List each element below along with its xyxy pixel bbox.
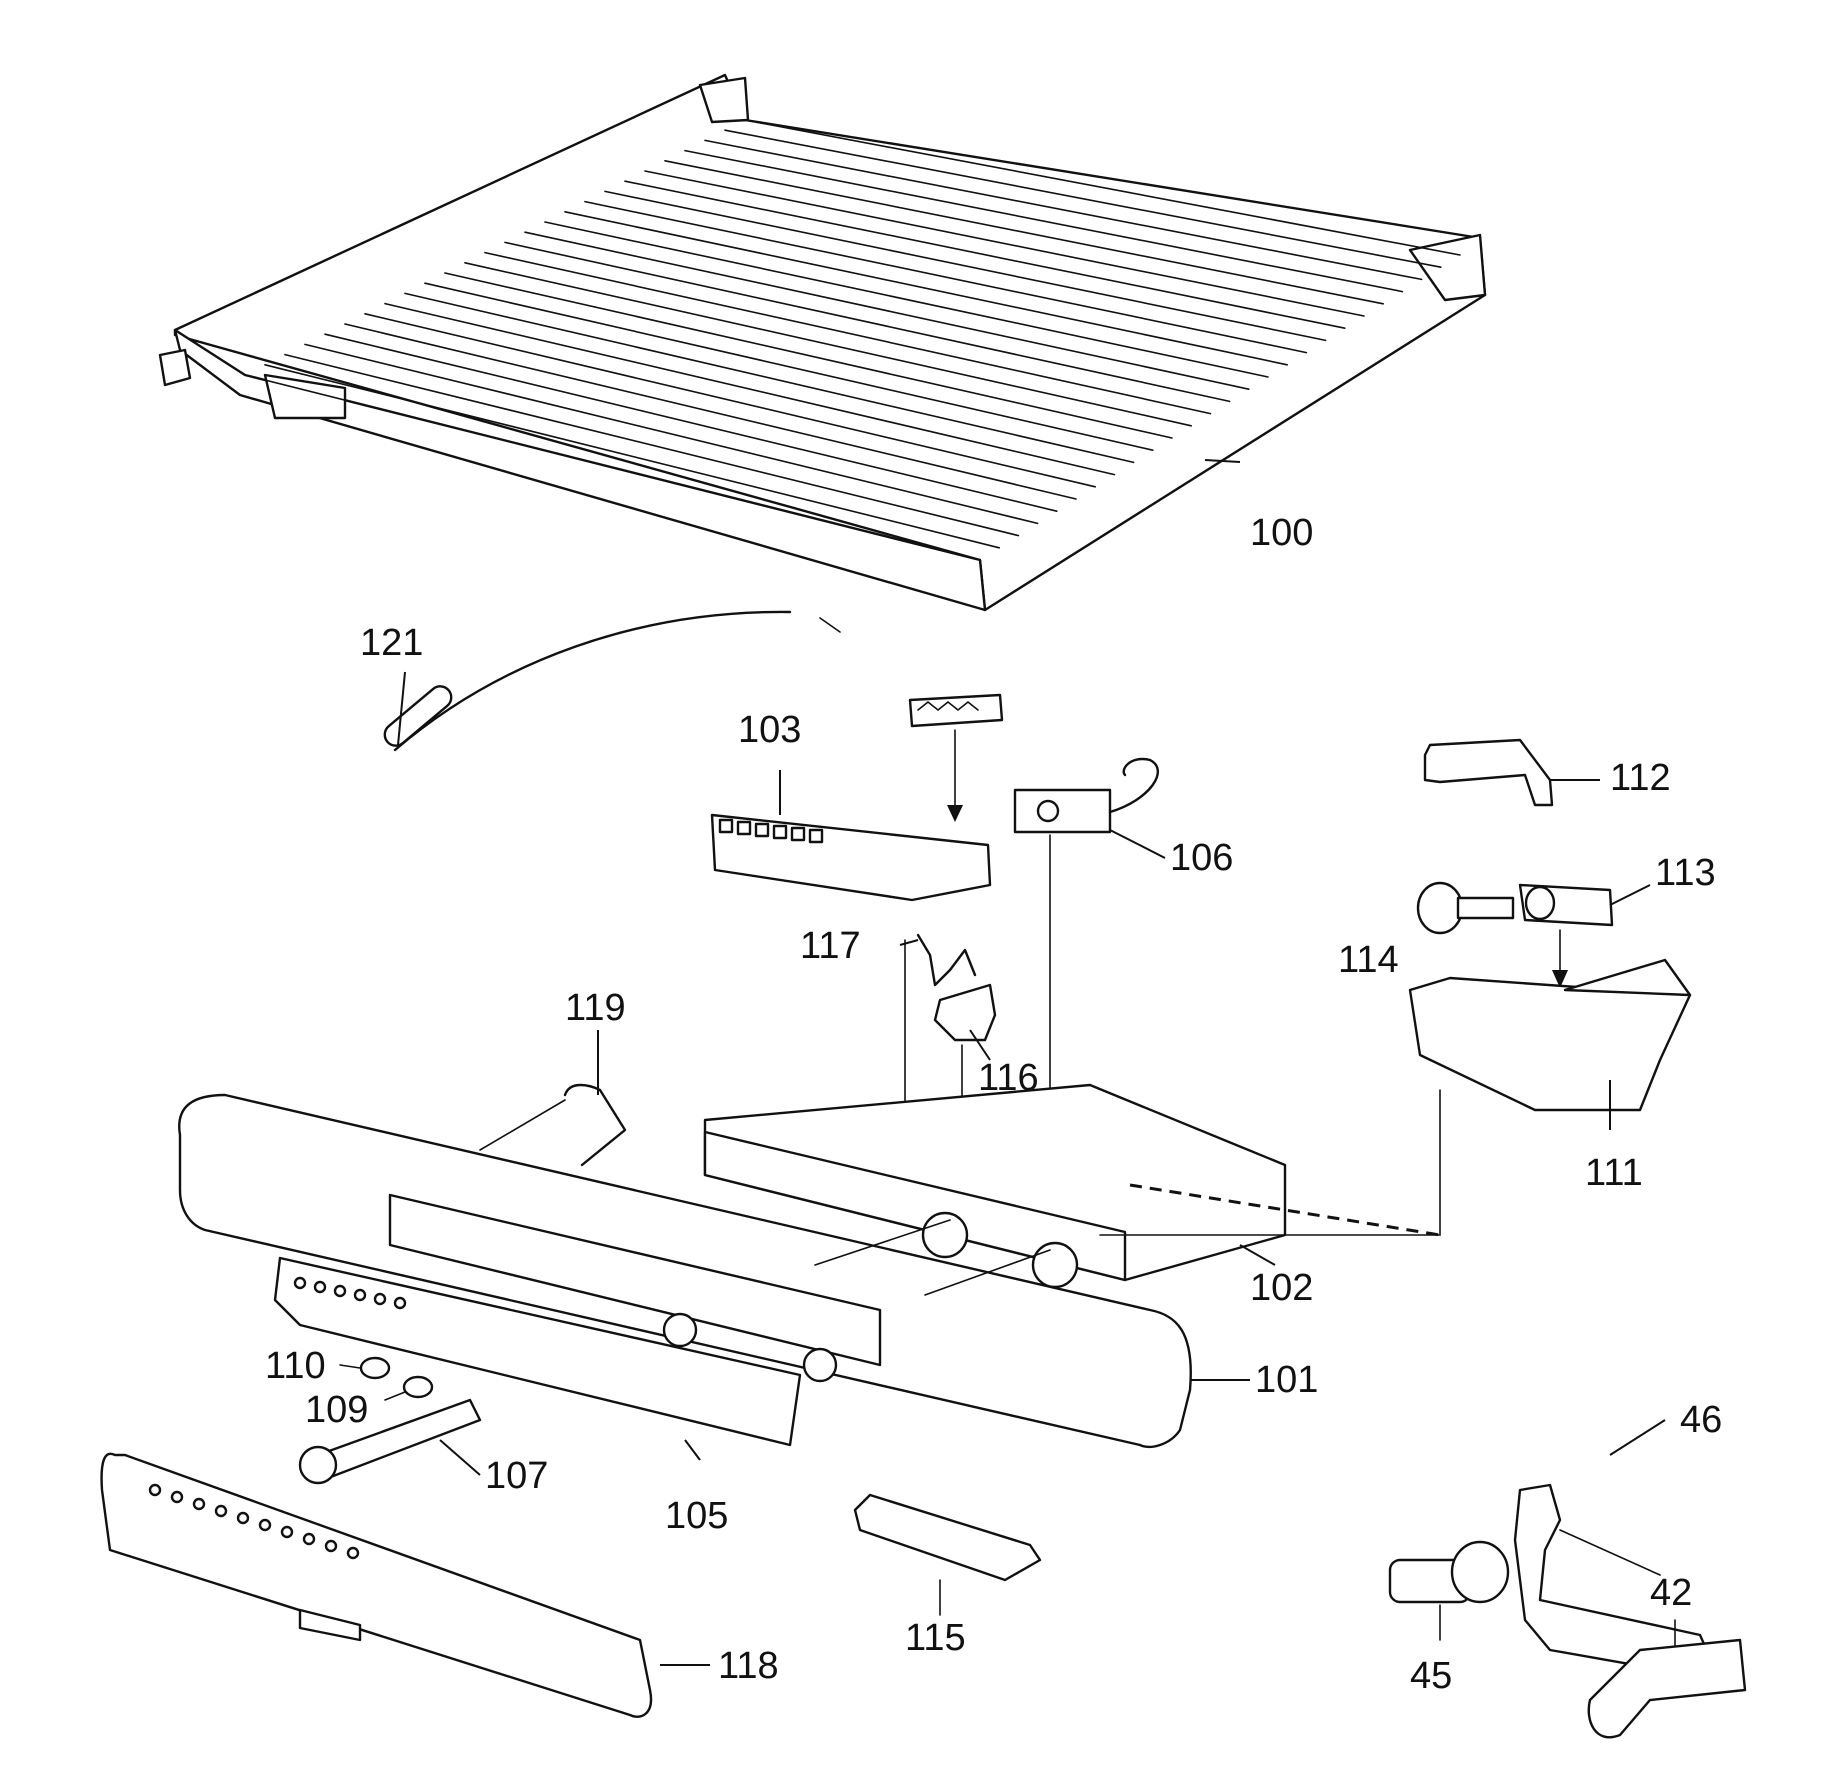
shelf-slat [644,170,1365,317]
callout-110: 110 [265,1345,326,1387]
shelf-slat [544,221,1269,378]
part-106-thermostat [1013,757,1160,1131]
strip-hole [373,1292,387,1306]
part-45-plug [1388,1540,1510,1641]
shelf-slat [304,343,1039,525]
part-112-lamp-cover [1423,738,1554,807]
shelf-slat [524,231,1250,391]
shelf-slat [444,272,1173,439]
callout-105: 105 [665,1495,728,1537]
board-component [718,818,734,834]
callout-119: 119 [565,987,626,1029]
part-114-bulb [1416,881,1515,935]
shelf-slat [344,323,1077,500]
trim-hole [346,1546,360,1560]
shelf-slat [744,119,1461,256]
shelf-slat [244,374,981,561]
strip-hole [313,1280,327,1294]
callout-113: 113 [1655,852,1716,894]
shelf-slat [684,149,1404,293]
part-105-button-strip [273,1256,802,1447]
strip-hole [353,1288,367,1302]
trim-hole [148,1483,162,1497]
callout-101: 101 [1255,1359,1318,1401]
shelf-slat [464,261,1192,427]
part-102-housing [703,1083,1441,1282]
callout-103: 103 [738,709,801,751]
shelf-slat [484,251,1212,415]
part-110-knob [339,1356,391,1380]
callout-114: 114 [1338,939,1399,981]
trim-hole [324,1539,338,1553]
callout-121: 121 [360,622,423,664]
callout-117: 117 [800,925,861,967]
callout-46: 46 [1680,1399,1722,1441]
callout-100: 100 [1250,512,1313,554]
callout-115: 115 [905,1617,966,1659]
callout-111: 111 [1585,1152,1643,1194]
shelf-slat [364,312,1096,488]
callout-112: 112 [1610,757,1671,799]
shelf-slat [564,211,1288,366]
callout-109: 109 [305,1389,368,1431]
trim-hole [192,1497,206,1511]
board-component [754,822,770,838]
part-107-shaft [298,1398,482,1485]
shelf-slat [604,190,1327,342]
part-42-lever [1587,1619,1747,1739]
strip-hole [333,1284,347,1298]
board-component [772,824,788,840]
part-109-knob [384,1375,434,1401]
part-113-lamp-holder [1518,883,1614,988]
callout-102: 102 [1250,1267,1313,1309]
shelf-slat [664,160,1384,305]
shelf-slat [264,363,1001,549]
trim-hole [302,1532,316,1546]
board-component [790,826,806,842]
callout-labels: 100 121 103 106 112 113 114 117 119 116 … [265,512,1722,1697]
part-101-control-panel [178,1093,1192,1449]
callout-116: 116 [978,1057,1039,1099]
part-119-wire-clip [479,1083,627,1167]
part-100-shelf [158,73,1487,612]
shelf-slat [724,129,1442,269]
trim-hole [170,1490,184,1504]
part-111-lamp-housing [1408,958,1692,1112]
shelf-slat [704,139,1423,281]
strip-hole [393,1296,407,1310]
shelf-slat [324,333,1058,513]
shelf-slat [584,200,1308,354]
shelf-slat [504,241,1231,403]
trim-hole [214,1504,228,1518]
shelf-slat [404,292,1135,464]
callout-42: 42 [1650,1572,1692,1614]
trim-hole [258,1518,272,1532]
shelf-slat [624,180,1346,330]
trim-hole [236,1511,250,1525]
callout-106: 106 [1170,837,1233,879]
trim-hole [280,1525,294,1539]
board-component [736,820,752,836]
part-121-sensor [383,610,841,752]
part-118-front-trim [100,1452,653,1718]
part-46-bracket [1513,1483,1722,1682]
callout-leaders [397,459,1666,1666]
part-115-grille [853,1493,1042,1616]
callout-107: 107 [485,1455,548,1497]
shelf-slat [284,353,1020,537]
strip-hole [293,1276,307,1290]
shelf-slat [384,302,1116,476]
callout-118: 118 [718,1645,779,1687]
shelf-slat [424,282,1154,452]
callout-45: 45 [1410,1655,1452,1697]
part-103-control-board [710,693,1004,902]
board-component [808,828,824,844]
